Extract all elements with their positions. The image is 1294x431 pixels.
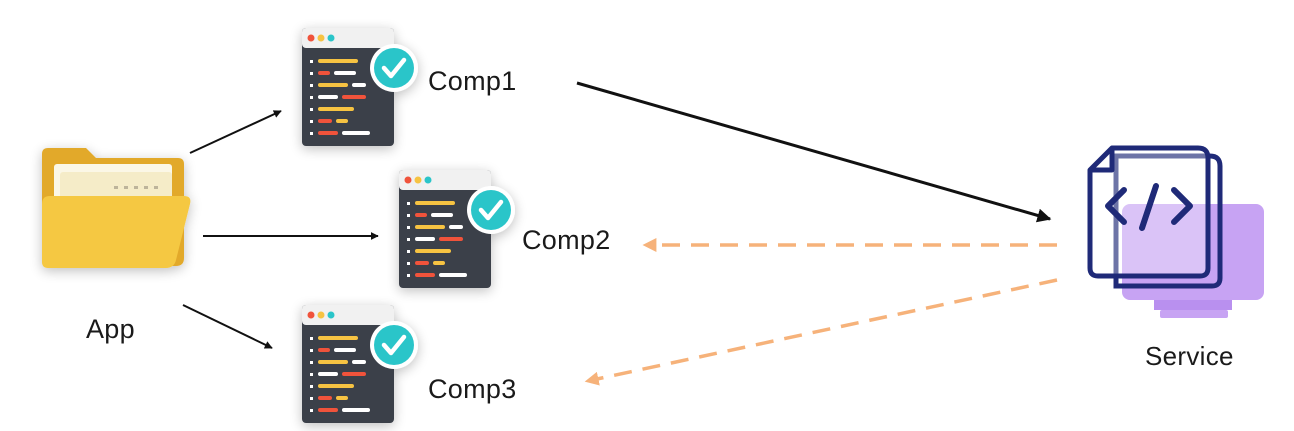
code-window-check-icon xyxy=(399,170,515,288)
service-label: Service xyxy=(1145,341,1234,371)
code-file-monitor-icon xyxy=(1087,145,1264,318)
edge-comp1-service xyxy=(576,81,1052,223)
edge-app-comp1 xyxy=(189,110,282,154)
edge-service-comp3 xyxy=(584,278,1058,386)
comp2-label: Comp2 xyxy=(522,225,611,255)
edge-app-comp3 xyxy=(182,304,273,349)
code-window-check-icon xyxy=(302,28,418,146)
comp3-label: Comp3 xyxy=(428,374,517,404)
code-window-check-icon xyxy=(302,305,418,423)
app-label: App xyxy=(86,314,135,344)
comp1-label: Comp1 xyxy=(428,66,517,96)
folder-icon xyxy=(42,148,191,268)
